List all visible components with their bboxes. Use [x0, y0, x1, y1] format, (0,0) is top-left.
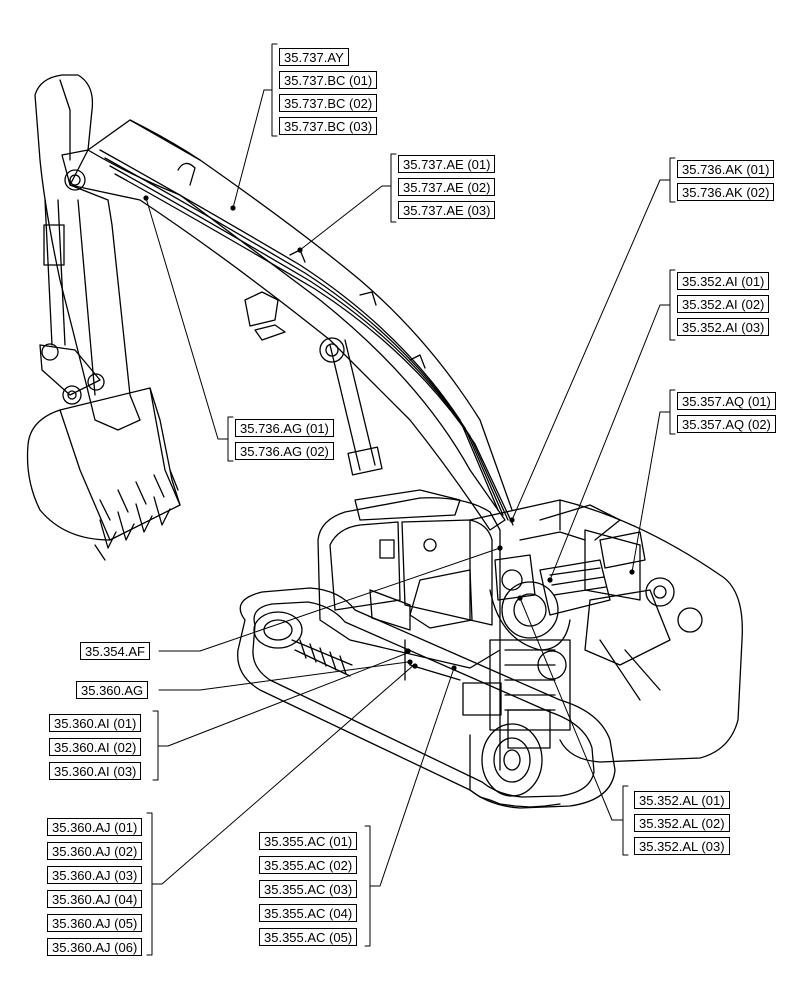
- part-code-label: 35.355.AC (05): [259, 928, 358, 946]
- part-code-label: 35.360.AJ (06): [47, 938, 143, 956]
- part-code-label: 35.360.AI (03): [49, 762, 142, 780]
- part-code-label: 35.354.AF: [80, 642, 150, 660]
- bucket: [26, 387, 181, 561]
- part-code-label: 35.737.AY: [279, 48, 349, 66]
- part-code-label: 35.736.AK (01): [677, 160, 775, 178]
- part-code-label: 35.736.AG (01): [235, 419, 334, 437]
- part-code-label: 35.352.AI (02): [677, 295, 770, 313]
- part-code-label: 35.736.AG (02): [235, 442, 334, 460]
- part-code-label: 35.737.AE (02): [398, 178, 496, 196]
- part-code-label: 35.355.AC (02): [259, 856, 358, 874]
- part-code-label: 35.355.AC (01): [259, 832, 358, 850]
- part-code-label: 35.352.AI (03): [677, 318, 770, 336]
- part-code-label: 35.360.AJ (02): [47, 842, 143, 860]
- operator-cab: [317, 489, 501, 771]
- part-code-label: 35.357.AQ (02): [677, 415, 776, 433]
- part-code-label: 35.352.AL (01): [634, 791, 730, 809]
- part-code-label: 35.355.AC (03): [259, 880, 358, 898]
- part-code-label: 35.352.AI (01): [677, 272, 770, 290]
- leader-lines: [145, 43, 676, 956]
- arm: [34, 74, 141, 431]
- part-code-label: 35.360.AJ (04): [47, 890, 143, 908]
- part-code-label: 35.360.AG: [76, 681, 149, 699]
- part-code-label: 35.357.AQ (01): [677, 392, 776, 410]
- part-code-label: 35.360.AI (01): [49, 714, 142, 732]
- part-code-label: 35.352.AL (02): [634, 814, 730, 832]
- engine-area: [462, 504, 703, 749]
- leader-dots: [143, 195, 635, 671]
- part-code-label: 35.737.BC (03): [279, 117, 378, 135]
- part-code-label: 35.355.AC (04): [259, 904, 358, 922]
- part-code-label: 35.737.AE (03): [398, 201, 496, 219]
- part-code-label: 35.737.BC (01): [279, 71, 378, 89]
- part-code-label: 35.360.AI (02): [49, 738, 142, 756]
- part-code-label: 35.737.AE (01): [398, 155, 496, 173]
- part-code-label: 35.352.AL (03): [634, 837, 730, 855]
- part-code-label: 35.360.AJ (05): [47, 914, 143, 932]
- part-code-label: 35.736.AK (02): [677, 183, 775, 201]
- part-code-label: 35.360.AJ (01): [47, 818, 143, 836]
- undercarriage: [237, 587, 616, 809]
- part-code-label: 35.360.AJ (03): [47, 866, 143, 884]
- part-code-label: 35.737.BC (02): [279, 94, 378, 112]
